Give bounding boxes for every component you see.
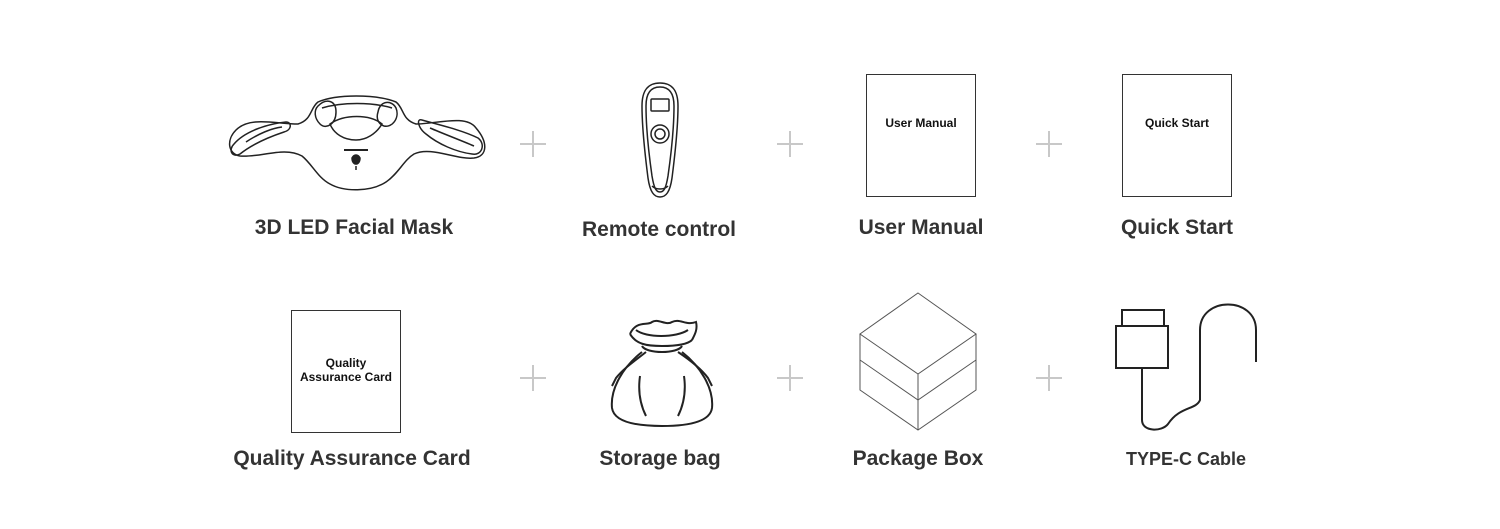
quick-start-document: Quick Start bbox=[1122, 74, 1232, 197]
plus-icon bbox=[520, 365, 546, 391]
item-caption: Quality Assurance Card bbox=[233, 447, 471, 470]
item-caption: TYPE-C Cable bbox=[1125, 449, 1247, 469]
plus-icon bbox=[777, 131, 803, 157]
remote-control-illustration bbox=[641, 82, 679, 198]
facial-mask-illustration bbox=[228, 95, 486, 191]
item-caption: User Manual bbox=[858, 216, 984, 239]
storage-bag-illustration bbox=[610, 319, 714, 428]
item-caption: Storage bag bbox=[599, 447, 721, 470]
item-caption: Remote control bbox=[581, 218, 737, 241]
document-label: User Manual bbox=[885, 116, 957, 130]
type-c-cable-illustration bbox=[1115, 303, 1257, 431]
document-label: Quality Assurance Card bbox=[299, 356, 393, 384]
item-caption: Package Box bbox=[852, 447, 984, 470]
user-manual-document: User Manual bbox=[866, 74, 976, 197]
plus-icon bbox=[1036, 365, 1062, 391]
item-caption: Quick Start bbox=[1120, 216, 1234, 239]
plus-icon bbox=[520, 131, 546, 157]
package-box-illustration bbox=[859, 292, 977, 431]
plus-icon bbox=[777, 365, 803, 391]
quality-assurance-card-document: Quality Assurance Card bbox=[291, 310, 401, 433]
plus-icon bbox=[1036, 131, 1062, 157]
document-label: Quick Start bbox=[1144, 116, 1210, 130]
item-caption: 3D LED Facial Mask bbox=[254, 216, 454, 239]
